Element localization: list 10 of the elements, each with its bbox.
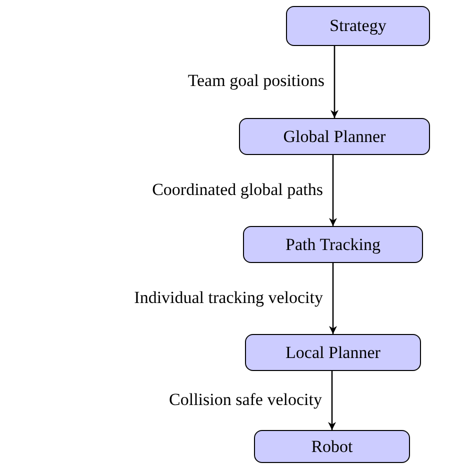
arrow [329, 263, 337, 334]
edge-label: Team goal positions [188, 71, 324, 91]
process-box: Path Tracking [243, 226, 423, 263]
process-box: Strategy [286, 6, 430, 46]
process-box: Global Planner [239, 118, 430, 155]
arrow [330, 46, 338, 118]
arrow [329, 155, 337, 226]
process-box: Local Planner [245, 334, 421, 371]
process-box: Robot [254, 430, 410, 463]
arrow [328, 371, 336, 430]
